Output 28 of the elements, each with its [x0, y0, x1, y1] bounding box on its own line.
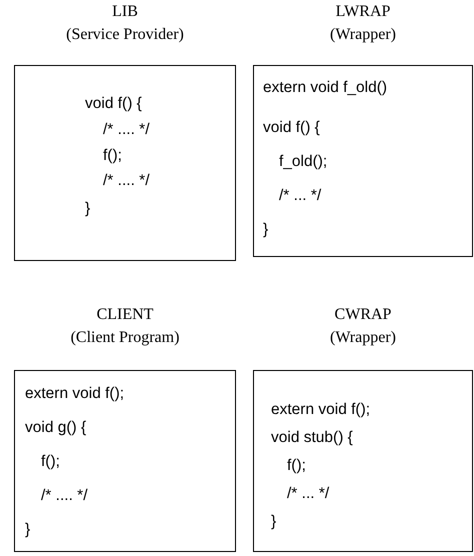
code-line: f(); — [41, 452, 60, 472]
code-line: } — [271, 512, 276, 532]
box-subtitle: (Wrapper) — [330, 329, 396, 346]
code-line: extern void f_old() — [263, 78, 388, 98]
code-line: /* .... */ — [103, 171, 150, 191]
code-line: extern void f(); — [271, 400, 370, 420]
code-line: /* ... */ — [279, 186, 322, 206]
code-line: /* .... */ — [41, 486, 88, 506]
code-line: f_old(); — [279, 152, 328, 172]
box-title: CWRAP — [334, 306, 392, 323]
code-line: /* ... */ — [287, 484, 330, 504]
box-subtitle: (Service Provider) — [66, 26, 184, 43]
code-line: /* .... */ — [103, 120, 150, 140]
code-line: f(); — [103, 146, 122, 166]
box-subtitle: (Wrapper) — [330, 26, 396, 43]
code-line: void f() { — [85, 94, 142, 114]
box-title: CLIENT — [96, 306, 154, 323]
box-title: LIB — [112, 3, 138, 20]
code-line: void f() { — [263, 118, 320, 138]
code-line: f(); — [287, 456, 306, 476]
box-title: LWRAP — [336, 3, 390, 20]
code-line: } — [263, 220, 268, 240]
code-line: void g() { — [25, 418, 86, 438]
code-line: } — [85, 199, 90, 219]
code-line: extern void f(); — [25, 384, 124, 404]
code-line: void stub() { — [271, 428, 353, 448]
box-subtitle: (Client Program) — [70, 329, 180, 346]
code-line: } — [25, 520, 30, 540]
